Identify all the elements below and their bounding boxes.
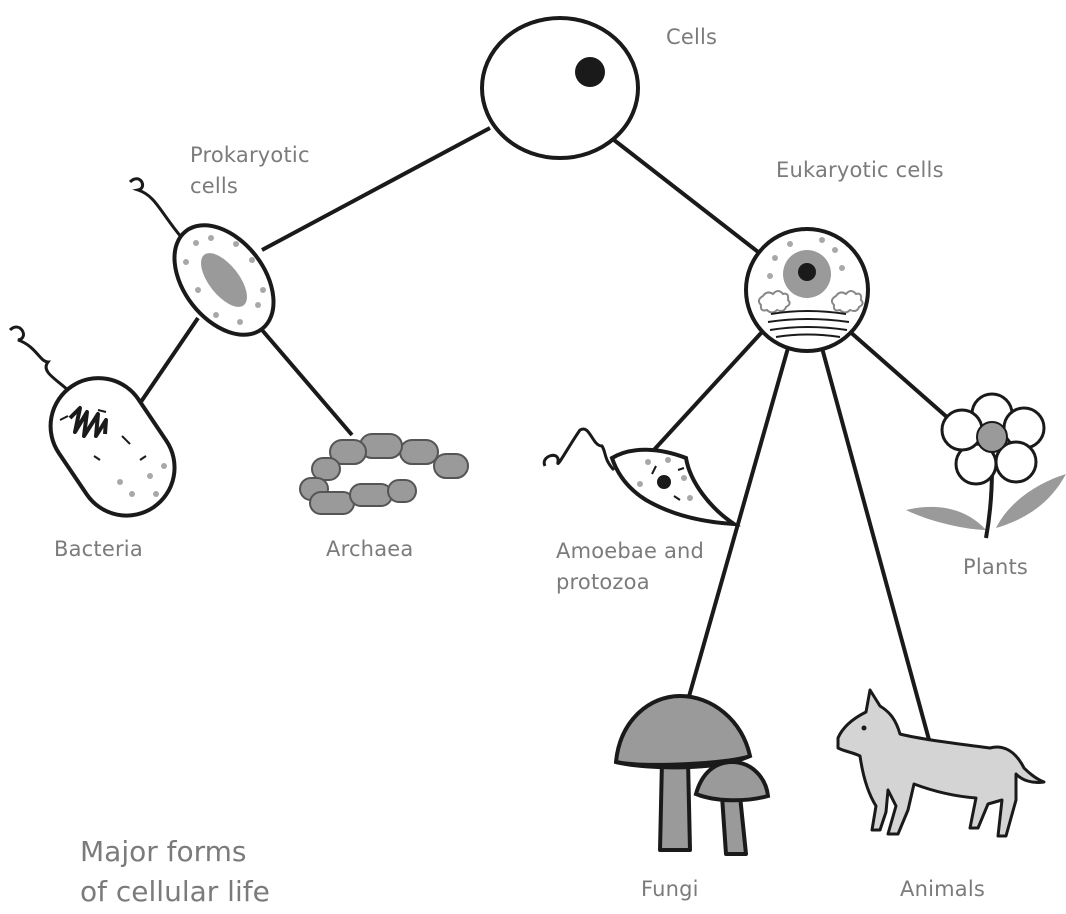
mushroom-icon <box>616 696 768 854</box>
archaea-label-text: Archaea <box>326 534 413 565</box>
amoebae-label-line2: protozoa <box>556 567 704 598</box>
caption-line2: of cellular life <box>80 872 270 912</box>
cells-label: Cells <box>666 22 717 53</box>
amoebae-protozoa-label: Amoebae and protozoa <box>556 536 704 598</box>
archaea-label: Archaea <box>326 534 413 565</box>
flower-icon <box>906 394 1066 538</box>
generic-cell-icon <box>482 18 638 158</box>
animals-label-text: Animals <box>900 874 985 905</box>
fungi-label-text: Fungi <box>641 874 699 905</box>
bacteria-label-text: Bacteria <box>54 534 143 565</box>
fungi-label: Fungi <box>641 874 699 905</box>
bacteria-label: Bacteria <box>54 534 143 565</box>
amoebae-label-line1: Amoebae and <box>556 536 704 567</box>
plants-label-text: Plants <box>963 552 1028 583</box>
eukaryotic-cells-label: Eukaryotic cells <box>776 155 944 186</box>
eukaryotic-cell-icon <box>746 229 868 351</box>
prokaryotic-label-line1: Prokaryotic <box>190 140 310 171</box>
prokaryotic-cell-icon <box>130 179 294 354</box>
protozoa-icon <box>544 429 734 524</box>
eukaryotic-label-text: Eukaryotic cells <box>776 155 944 186</box>
tree-connectors <box>132 128 948 780</box>
animals-label: Animals <box>900 874 985 905</box>
prokaryotic-label-line2: cells <box>190 171 310 202</box>
wolf-icon <box>838 690 1044 836</box>
edge-prokaryotic-bacteria <box>132 318 198 415</box>
edge-prokaryotic-archaea <box>262 330 352 435</box>
edge-cells-eukaryotic <box>614 140 762 255</box>
archaea-icon <box>300 434 468 514</box>
cells-label-text: Cells <box>666 22 717 53</box>
prokaryotic-cells-label: Prokaryotic cells <box>190 140 310 202</box>
bacteria-icon <box>10 327 193 534</box>
plants-label: Plants <box>963 552 1028 583</box>
caption-line1: Major forms <box>80 832 270 872</box>
diagram-caption: Major forms of cellular life <box>80 832 270 912</box>
edge-eukaryotic-fungi <box>688 348 788 700</box>
edge-eukaryotic-amoebae <box>652 332 762 452</box>
edge-eukaryotic-plants <box>848 330 948 418</box>
